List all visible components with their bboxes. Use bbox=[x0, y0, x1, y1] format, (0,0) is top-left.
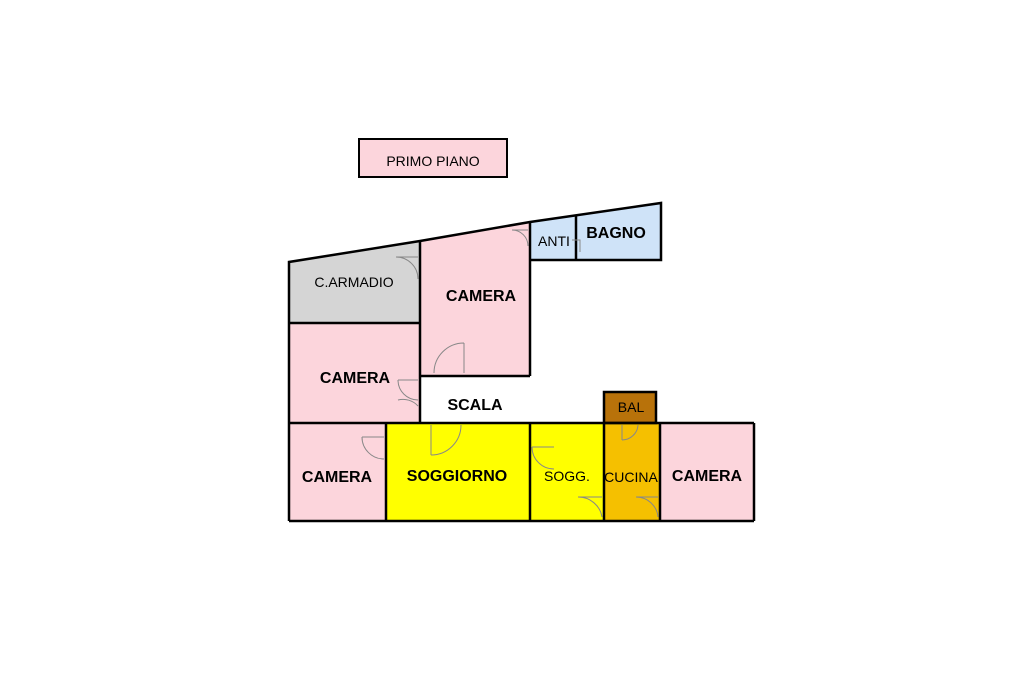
room-camera-top bbox=[420, 222, 530, 376]
floor-title: PRIMO PIANO bbox=[358, 138, 508, 178]
room-cucina bbox=[604, 423, 660, 521]
floor-title-text: PRIMO PIANO bbox=[386, 153, 479, 169]
room-camera-right bbox=[660, 423, 754, 521]
room-camera-left-mid bbox=[289, 323, 420, 423]
label-camera-left-mid: CAMERA bbox=[320, 370, 391, 387]
room-anti bbox=[530, 216, 576, 260]
room-c-armadio bbox=[289, 241, 420, 323]
label-soggiorno: SOGGIORNO bbox=[407, 468, 507, 485]
door-swings bbox=[361, 229, 659, 518]
label-camera-top: CAMERA bbox=[446, 288, 517, 305]
label-scala: SCALA bbox=[447, 397, 503, 414]
label-camera-left-bottom: CAMERA bbox=[302, 469, 373, 486]
room-sogg bbox=[530, 423, 604, 521]
label-camera-right: CAMERA bbox=[672, 468, 743, 485]
label-bagno: BAGNO bbox=[586, 225, 646, 242]
label-bal: BAL bbox=[618, 399, 645, 415]
label-anti: ANTI bbox=[538, 233, 570, 249]
label-cucina: CUCINA bbox=[604, 469, 658, 485]
label-c-armadio: C.ARMADIO bbox=[314, 274, 393, 290]
label-sogg: SOGG. bbox=[544, 468, 590, 484]
room-camera-left-bottom bbox=[289, 423, 386, 521]
room-bal bbox=[604, 392, 656, 423]
room-bagno bbox=[576, 203, 661, 260]
room-scala bbox=[420, 376, 530, 423]
walls bbox=[287, 201, 756, 523]
